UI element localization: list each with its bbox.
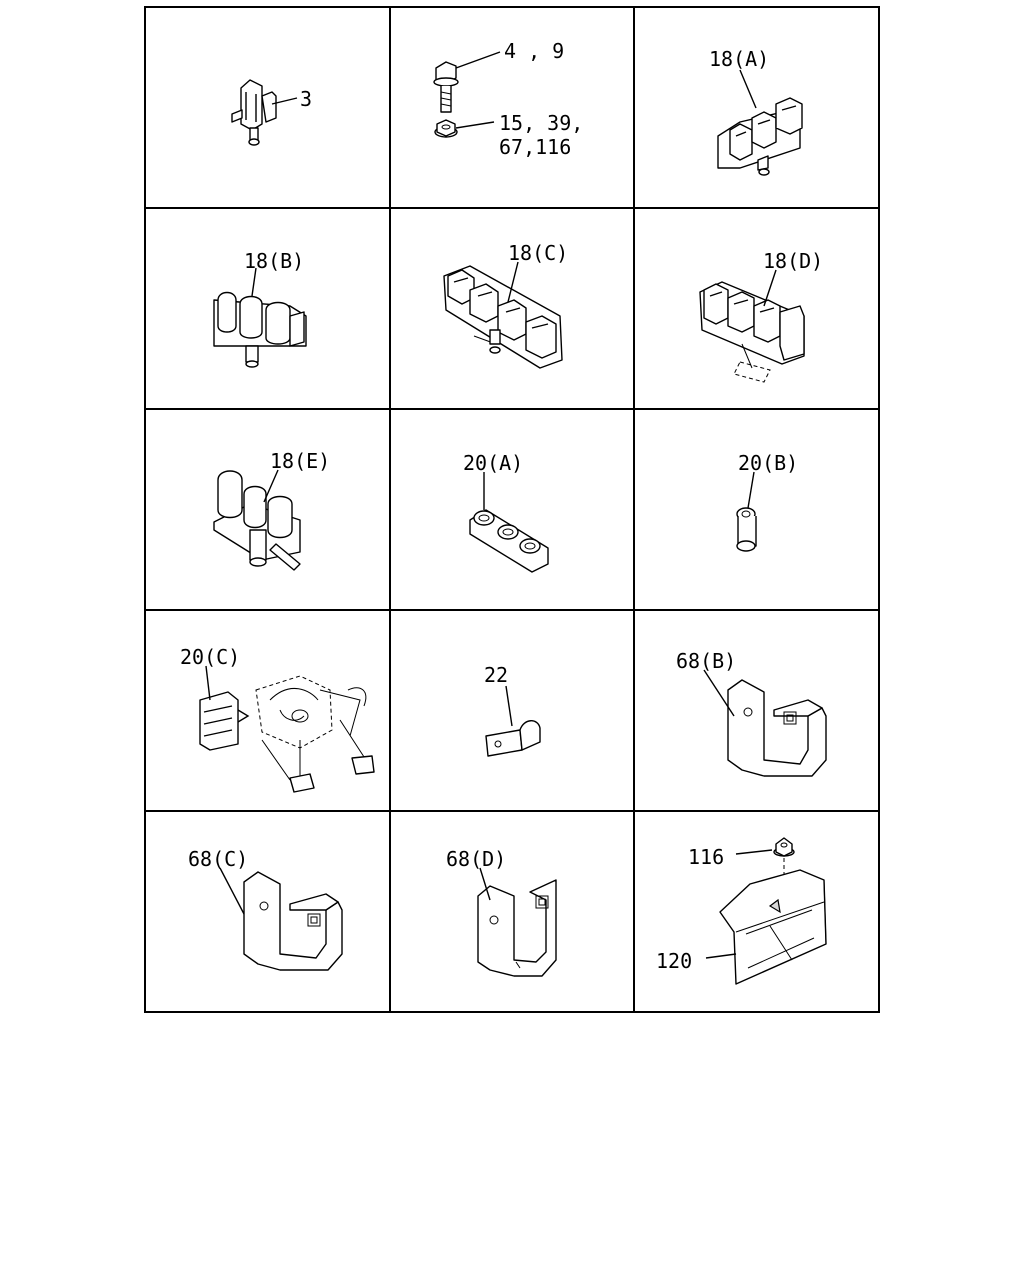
installation-location-sketch bbox=[255, 675, 375, 793]
clip-18c-illustration bbox=[443, 265, 563, 369]
cell-part-18e: 18(E) bbox=[213, 449, 330, 571]
label-18a: 18(A) bbox=[709, 47, 769, 71]
label-20a: 20(A) bbox=[463, 451, 523, 475]
label-116: 116 bbox=[688, 845, 724, 869]
cell-part-68d: 68(D) bbox=[446, 847, 557, 977]
cell-part-18a: 18(A) bbox=[709, 47, 803, 176]
clip-18b-illustration bbox=[213, 291, 307, 368]
label-68d: 68(D) bbox=[446, 847, 506, 871]
label-22: 22 bbox=[484, 663, 508, 687]
label-4-9: 4 , 9 bbox=[504, 39, 564, 63]
label-20c: 20(C) bbox=[180, 645, 240, 669]
clip-20b-illustration bbox=[736, 507, 757, 552]
clamp-22-illustration bbox=[485, 720, 541, 757]
clip-20a-illustration bbox=[469, 509, 549, 573]
cell-part-20b: 20(B) bbox=[736, 451, 798, 552]
cell-part-20a: 20(A) bbox=[463, 451, 549, 573]
clip-18a-illustration bbox=[717, 97, 803, 176]
bracket-120-illustration bbox=[719, 869, 827, 985]
cell-part-18c: 18(C) bbox=[443, 241, 568, 369]
label-3: 3 bbox=[300, 87, 312, 111]
label-18e: 18(E) bbox=[270, 449, 330, 473]
clip-3-illustration bbox=[231, 79, 277, 146]
cell-part-22: 22 bbox=[484, 663, 541, 757]
clip-20c-illustration bbox=[199, 691, 250, 751]
cell-part-3: 3 bbox=[231, 79, 312, 146]
clip-18d-illustration bbox=[699, 281, 805, 383]
label-68b: 68(B) bbox=[676, 649, 736, 673]
label-20b: 20(B) bbox=[738, 451, 798, 475]
bracket-68b-illustration bbox=[727, 679, 827, 777]
flange-nut-illustration bbox=[434, 119, 458, 138]
grid-frame bbox=[144, 6, 880, 1013]
cell-part-18b: 18(B) bbox=[213, 249, 307, 368]
cell-part-68b: 68(B) bbox=[676, 649, 827, 777]
bracket-68d-illustration bbox=[477, 879, 557, 977]
label-68c: 68(C) bbox=[188, 847, 248, 871]
cell-part-116-120: 116 120 bbox=[656, 837, 827, 985]
label-67-116: 67,116 bbox=[499, 135, 571, 159]
cell-part-18d: 18(D) bbox=[699, 249, 823, 383]
label-120: 120 bbox=[656, 949, 692, 973]
flange-bolt-illustration bbox=[433, 61, 459, 113]
label-15-39: 15, 39, bbox=[499, 111, 583, 135]
cell-part-68c: 68(C) bbox=[188, 847, 343, 971]
label-18d: 18(D) bbox=[763, 249, 823, 273]
cell-part-4-9-bolt-nut: 4 , 9 15, 39, 67,116 bbox=[433, 39, 583, 159]
cell-part-20c: 20(C) bbox=[180, 645, 375, 793]
label-18b: 18(B) bbox=[244, 249, 304, 273]
bracket-68c-illustration bbox=[243, 871, 343, 971]
label-18c: 18(C) bbox=[508, 241, 568, 265]
clip-18e-illustration bbox=[213, 470, 301, 571]
